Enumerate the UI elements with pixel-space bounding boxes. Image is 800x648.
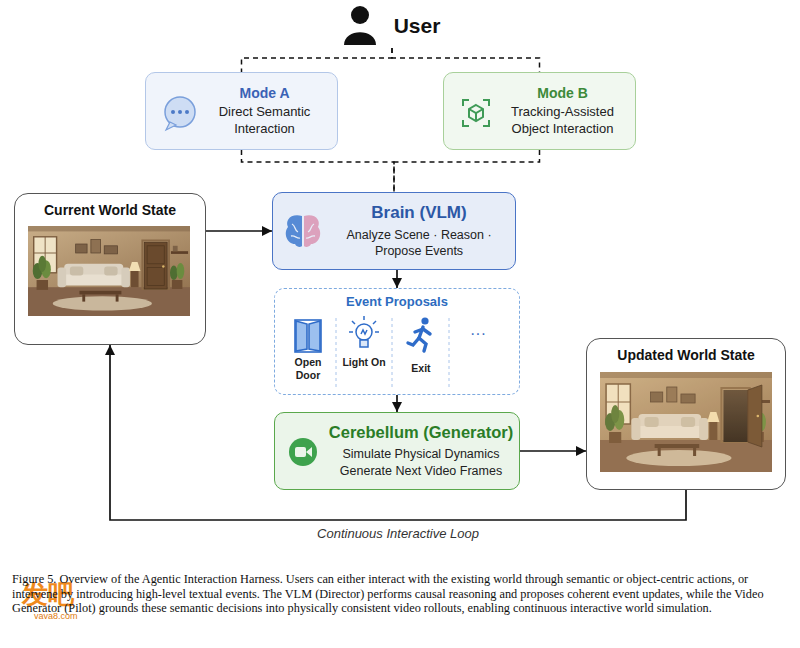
light-bulb-icon-part [361, 330, 367, 334]
process-box: Brain (VLM) Analyze Scene · Reason · Prop… [272, 192, 516, 270]
light-bulb-icon-part [360, 340, 368, 347]
node-title: Mode B [537, 85, 588, 101]
mode-box: Mode A Direct Semantic Interaction [145, 72, 338, 150]
world-state-panel: Current World State [14, 193, 206, 345]
event-separators-part [449, 318, 450, 388]
running-person-icon-part [421, 317, 428, 324]
event-label: Light On [341, 356, 387, 369]
event-separators-part [336, 318, 337, 388]
node-title: Event Proposals [346, 294, 448, 309]
user-icon-part [344, 32, 376, 45]
node-title: Brain (VLM) [371, 203, 466, 223]
room-illustration-part [600, 372, 772, 472]
room-illustration-part [147, 267, 164, 285]
arrow-connector [396, 395, 398, 412]
event-separators [336, 318, 449, 388]
room-illustration-part [28, 226, 190, 316]
door-icon-part [309, 321, 320, 351]
dashed-connector [242, 150, 395, 192]
event-label: ··· [461, 324, 495, 343]
light-bulb-icon [349, 316, 379, 347]
user-icon-part [351, 6, 369, 24]
light-bulb-icon-part [363, 316, 365, 320]
light-bulb-icon-part [356, 324, 372, 340]
arrow-connector [110, 345, 686, 520]
edge-label: Continuous Interactive Loop [314, 526, 482, 541]
running-person-icon-part [415, 329, 430, 334]
actor-label: User [336, 4, 448, 48]
room-illustration-part [142, 240, 169, 289]
door-icon [295, 320, 321, 352]
door-icon-part [296, 321, 307, 351]
door-icon-part [295, 320, 321, 352]
running-person-icon [408, 317, 430, 351]
node-title: Current World State [44, 202, 176, 218]
node-body: Simulate Physical Dynamics [343, 446, 500, 462]
node-body: Generate Next Video Frames [340, 463, 502, 479]
room-illustration-part [144, 242, 167, 289]
user-icon [344, 6, 376, 45]
room-illustration-part [600, 372, 772, 472]
running-person-icon-part [408, 338, 419, 345]
event-separators-part [392, 318, 393, 388]
event-label: Exit [398, 362, 444, 375]
light-bulb-icon-part [373, 321, 376, 324]
dashed-connector [392, 48, 540, 72]
light-bulb-icon-part [352, 321, 355, 324]
node-body: Tracking-Assisted Object Interaction [496, 104, 629, 138]
light-bulb-icon-part [375, 331, 379, 333]
node-title: Mode A [239, 85, 289, 101]
arrow-connector [206, 230, 272, 232]
dashed-connector [242, 48, 393, 72]
room-illustration [600, 372, 772, 472]
process-box: Cerebellum (Generator) Simulate Physical … [274, 412, 520, 490]
light-bulb-icon-part [349, 331, 353, 333]
room-illustration-part [162, 265, 164, 267]
figure-caption: Figure 5. Overview of the Agentic Intera… [12, 572, 788, 616]
event-label: Open Door [285, 356, 331, 381]
dashed-connector [394, 150, 540, 192]
node-body: Analyze Scene · Reason · Propose Events [329, 227, 509, 260]
node-title: Updated World State [617, 347, 754, 363]
world-state-panel: Updated World State [586, 338, 786, 490]
arrow-connector [396, 270, 398, 288]
room-illustration-part [147, 246, 164, 264]
node-body: Direct Semantic Interaction [198, 104, 331, 138]
node-title: Cerebellum (Generator) [329, 423, 513, 442]
node-title: User [394, 14, 441, 38]
running-person-icon-part [419, 338, 426, 351]
mode-box: Mode B Tracking-Assisted Object Interacti… [443, 72, 636, 150]
room-illustration [28, 226, 190, 316]
arrow-connector [520, 450, 586, 452]
